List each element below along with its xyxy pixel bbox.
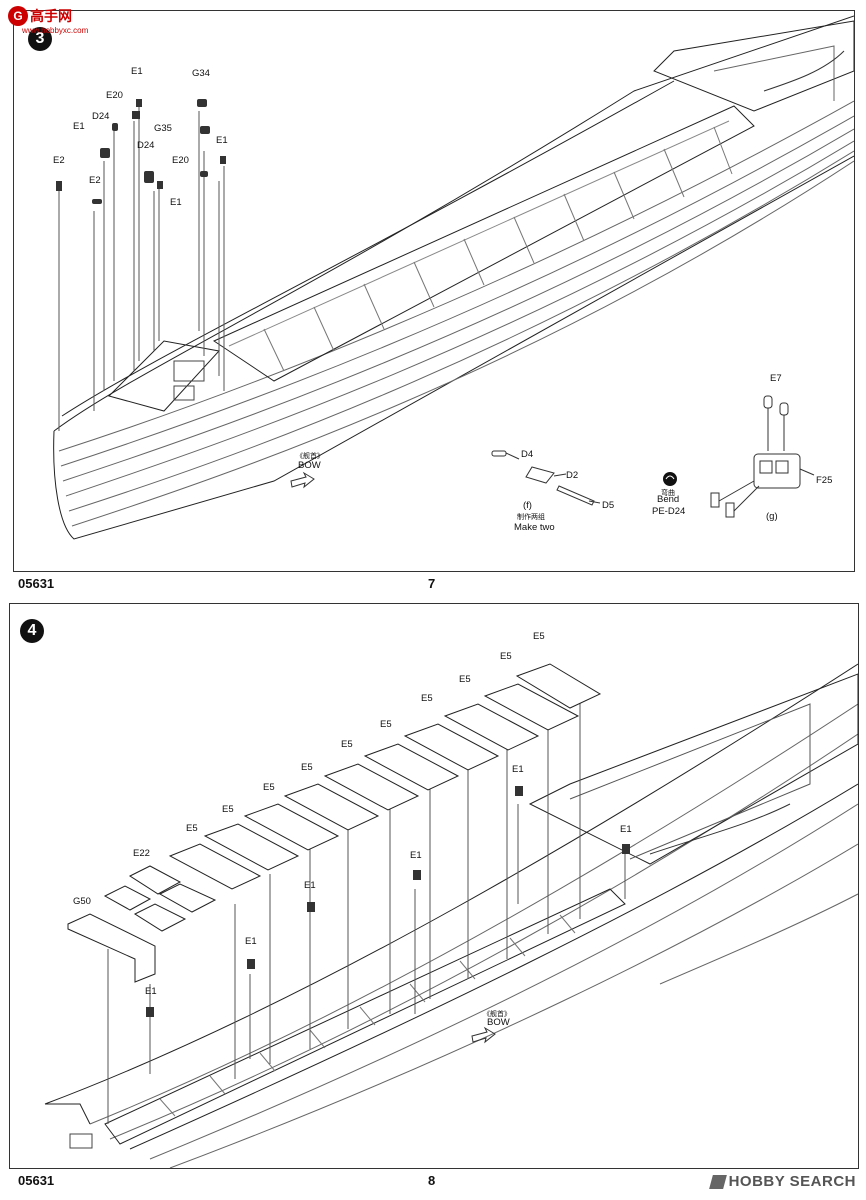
- bow-label-p8: BOW: [487, 1017, 510, 1028]
- label-d4: D4: [521, 449, 533, 460]
- label-e1-c: E1: [216, 135, 228, 146]
- label-e1-3: E1: [304, 880, 316, 891]
- step-number-badge: 3: [28, 27, 52, 51]
- bow-cn: 《舰首》: [296, 451, 324, 460]
- product-code-p8: 05631: [18, 1173, 55, 1188]
- e5-plates: [168, 663, 602, 890]
- label-d24-a: D24: [92, 111, 109, 122]
- bow-arrow-icon-p8: [471, 1026, 496, 1044]
- bow-cn-p8: 《舰首》: [483, 1009, 511, 1018]
- page-number-p8: 8: [428, 1173, 436, 1188]
- label-d5: D5: [602, 500, 614, 511]
- logo-text: 高手网: [30, 8, 72, 24]
- label-d24-b: D24: [137, 140, 154, 151]
- label-e1-2: E1: [245, 936, 257, 947]
- label-e5-6: E5: [380, 719, 392, 730]
- label-e20-b: E20: [172, 155, 189, 166]
- logo-url: www.hobbyxc.com: [22, 26, 89, 35]
- sub-g: (g): [766, 511, 778, 522]
- subassembly-g: [710, 395, 815, 518]
- step-number-badge-p8: 4: [20, 619, 44, 643]
- label-e5-9: E5: [500, 651, 512, 662]
- label-g50: G50: [73, 896, 91, 907]
- hobby-search-mark-icon: [708, 1174, 727, 1189]
- label-d2: D2: [566, 470, 578, 481]
- bend-cn: 弯曲: [661, 488, 675, 497]
- label-g34: G34: [192, 68, 210, 79]
- label-e1-5: E1: [512, 764, 524, 775]
- hobby-search-text: HOBBY SEARCH: [728, 1173, 856, 1190]
- bend-label: Bend: [657, 494, 679, 505]
- e22-parts: [103, 865, 217, 932]
- bow-arrow-icon: [290, 471, 315, 489]
- label-e2-b: E2: [89, 175, 101, 186]
- step-4-panel: E5 E5 E5 E5 E5 E5 E5 E5 E5 E5 E22 G50 E1…: [9, 603, 859, 1169]
- bow-label: BOW: [298, 460, 321, 471]
- label-e5-4: E5: [301, 762, 313, 773]
- label-e5-1: E5: [186, 823, 198, 834]
- label-e5-2: E5: [222, 804, 234, 815]
- label-e20-a: E20: [106, 90, 123, 101]
- label-e5-8: E5: [459, 674, 471, 685]
- label-e1-a: E1: [131, 66, 143, 77]
- logo-mark-icon: G: [8, 6, 28, 26]
- label-g35: G35: [154, 123, 172, 134]
- label-e2-a: E2: [53, 155, 65, 166]
- subassembly-f: [491, 450, 601, 506]
- pe-d24: PE-D24: [652, 506, 685, 517]
- make-two: Make two: [514, 522, 555, 533]
- site-logo-bottom: HOBBY SEARCH: [708, 1173, 856, 1190]
- label-e5-10: E5: [533, 631, 545, 642]
- page-number-p7: 7: [428, 576, 436, 591]
- sub-f: (f): [523, 500, 532, 511]
- label-f25: F25: [816, 475, 832, 486]
- label-e1-1: E1: [145, 986, 157, 997]
- label-e5-5: E5: [341, 739, 353, 750]
- product-code-p7: 05631: [18, 576, 55, 591]
- site-logo-top: G 高手网 www.hobbyxc.com: [8, 6, 88, 35]
- make-two-cn: 制作两组: [517, 512, 545, 521]
- label-e7: E7: [770, 373, 782, 384]
- label-e1-d: E1: [170, 197, 182, 208]
- label-e5-7: E5: [421, 693, 433, 704]
- bend-icon: [663, 472, 677, 486]
- g50-part: [67, 913, 156, 983]
- label-e1-b: E1: [73, 121, 85, 132]
- step-3-panel: E1 E20 D24 E1 E2 E2 G34 G35 D24 E20 E1 E…: [13, 10, 855, 572]
- label-e1-6: E1: [620, 824, 632, 835]
- label-e5-3: E5: [263, 782, 275, 793]
- step-3-hull-drawing: E1 E20 D24 E1 E2 E2 G34 G35 D24 E20 E1 E…: [53, 15, 854, 540]
- label-e1-4: E1: [410, 850, 422, 861]
- label-e22: E22: [133, 848, 150, 859]
- step-4-hull-drawing: E5 E5 E5 E5 E5 E5 E5 E5 E5 E5 E22 G50 E1…: [44, 631, 858, 1168]
